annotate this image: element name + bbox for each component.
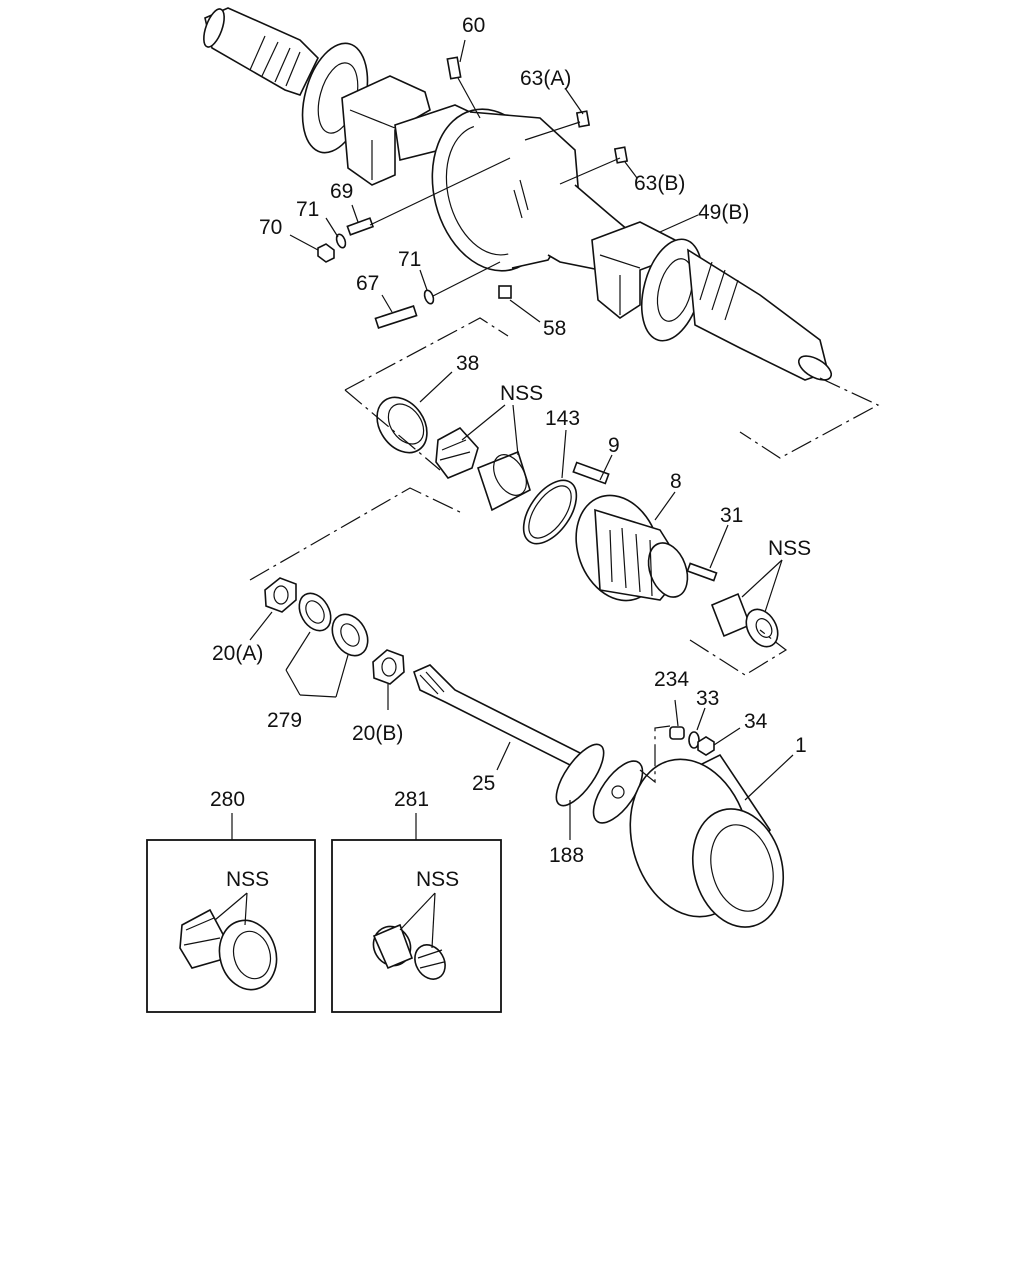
label-67: 67 [356,272,379,295]
housing-fasteners [317,56,629,329]
label-58: 58 [543,317,566,340]
nuts-washers [264,577,405,685]
label-20b: 20(B) [352,722,403,745]
label-280: 280 [210,788,245,811]
label-20a: 20(A) [212,642,263,665]
label-71b: 71 [398,248,421,271]
label-nss-hub: NSS [500,382,543,405]
label-33: 33 [696,687,719,710]
hub-assembly [376,396,779,648]
label-49b: 49(B) [698,201,749,224]
axle-shaft [413,664,644,824]
hub-leader-lines [249,371,794,840]
label-25: 25 [472,772,495,795]
housing-leader-lines [289,39,699,323]
brake-drum [629,753,785,928]
label-nss-kit-280: NSS [226,868,269,891]
label-281: 281 [394,788,429,811]
label-63a: 63(A) [520,67,571,90]
label-69: 69 [330,180,353,203]
label-nss-kit-281: NSS [416,868,459,891]
label-279: 279 [267,709,302,732]
phantom-lines [249,317,880,784]
part-labels: 60 63(A) 63(B) 69 71 70 49(B) 71 67 58 3… [210,14,811,891]
wheel-nuts [669,726,715,756]
axle-housing [203,7,833,381]
label-188: 188 [549,844,584,867]
label-34: 34 [744,710,768,733]
label-60: 60 [462,14,485,37]
label-70: 70 [259,216,282,239]
label-63b: 63(B) [634,172,685,195]
kit-box-281 [331,813,502,1013]
label-1: 1 [795,734,807,757]
label-143: 143 [545,407,580,430]
label-38: 38 [456,352,479,375]
label-nss-outer: NSS [768,537,811,560]
label-71a: 71 [296,198,319,221]
label-8: 8 [670,470,682,493]
label-234: 234 [654,668,689,691]
label-9: 9 [608,434,620,457]
kit-box-280 [146,813,316,1013]
label-31: 31 [720,504,743,527]
